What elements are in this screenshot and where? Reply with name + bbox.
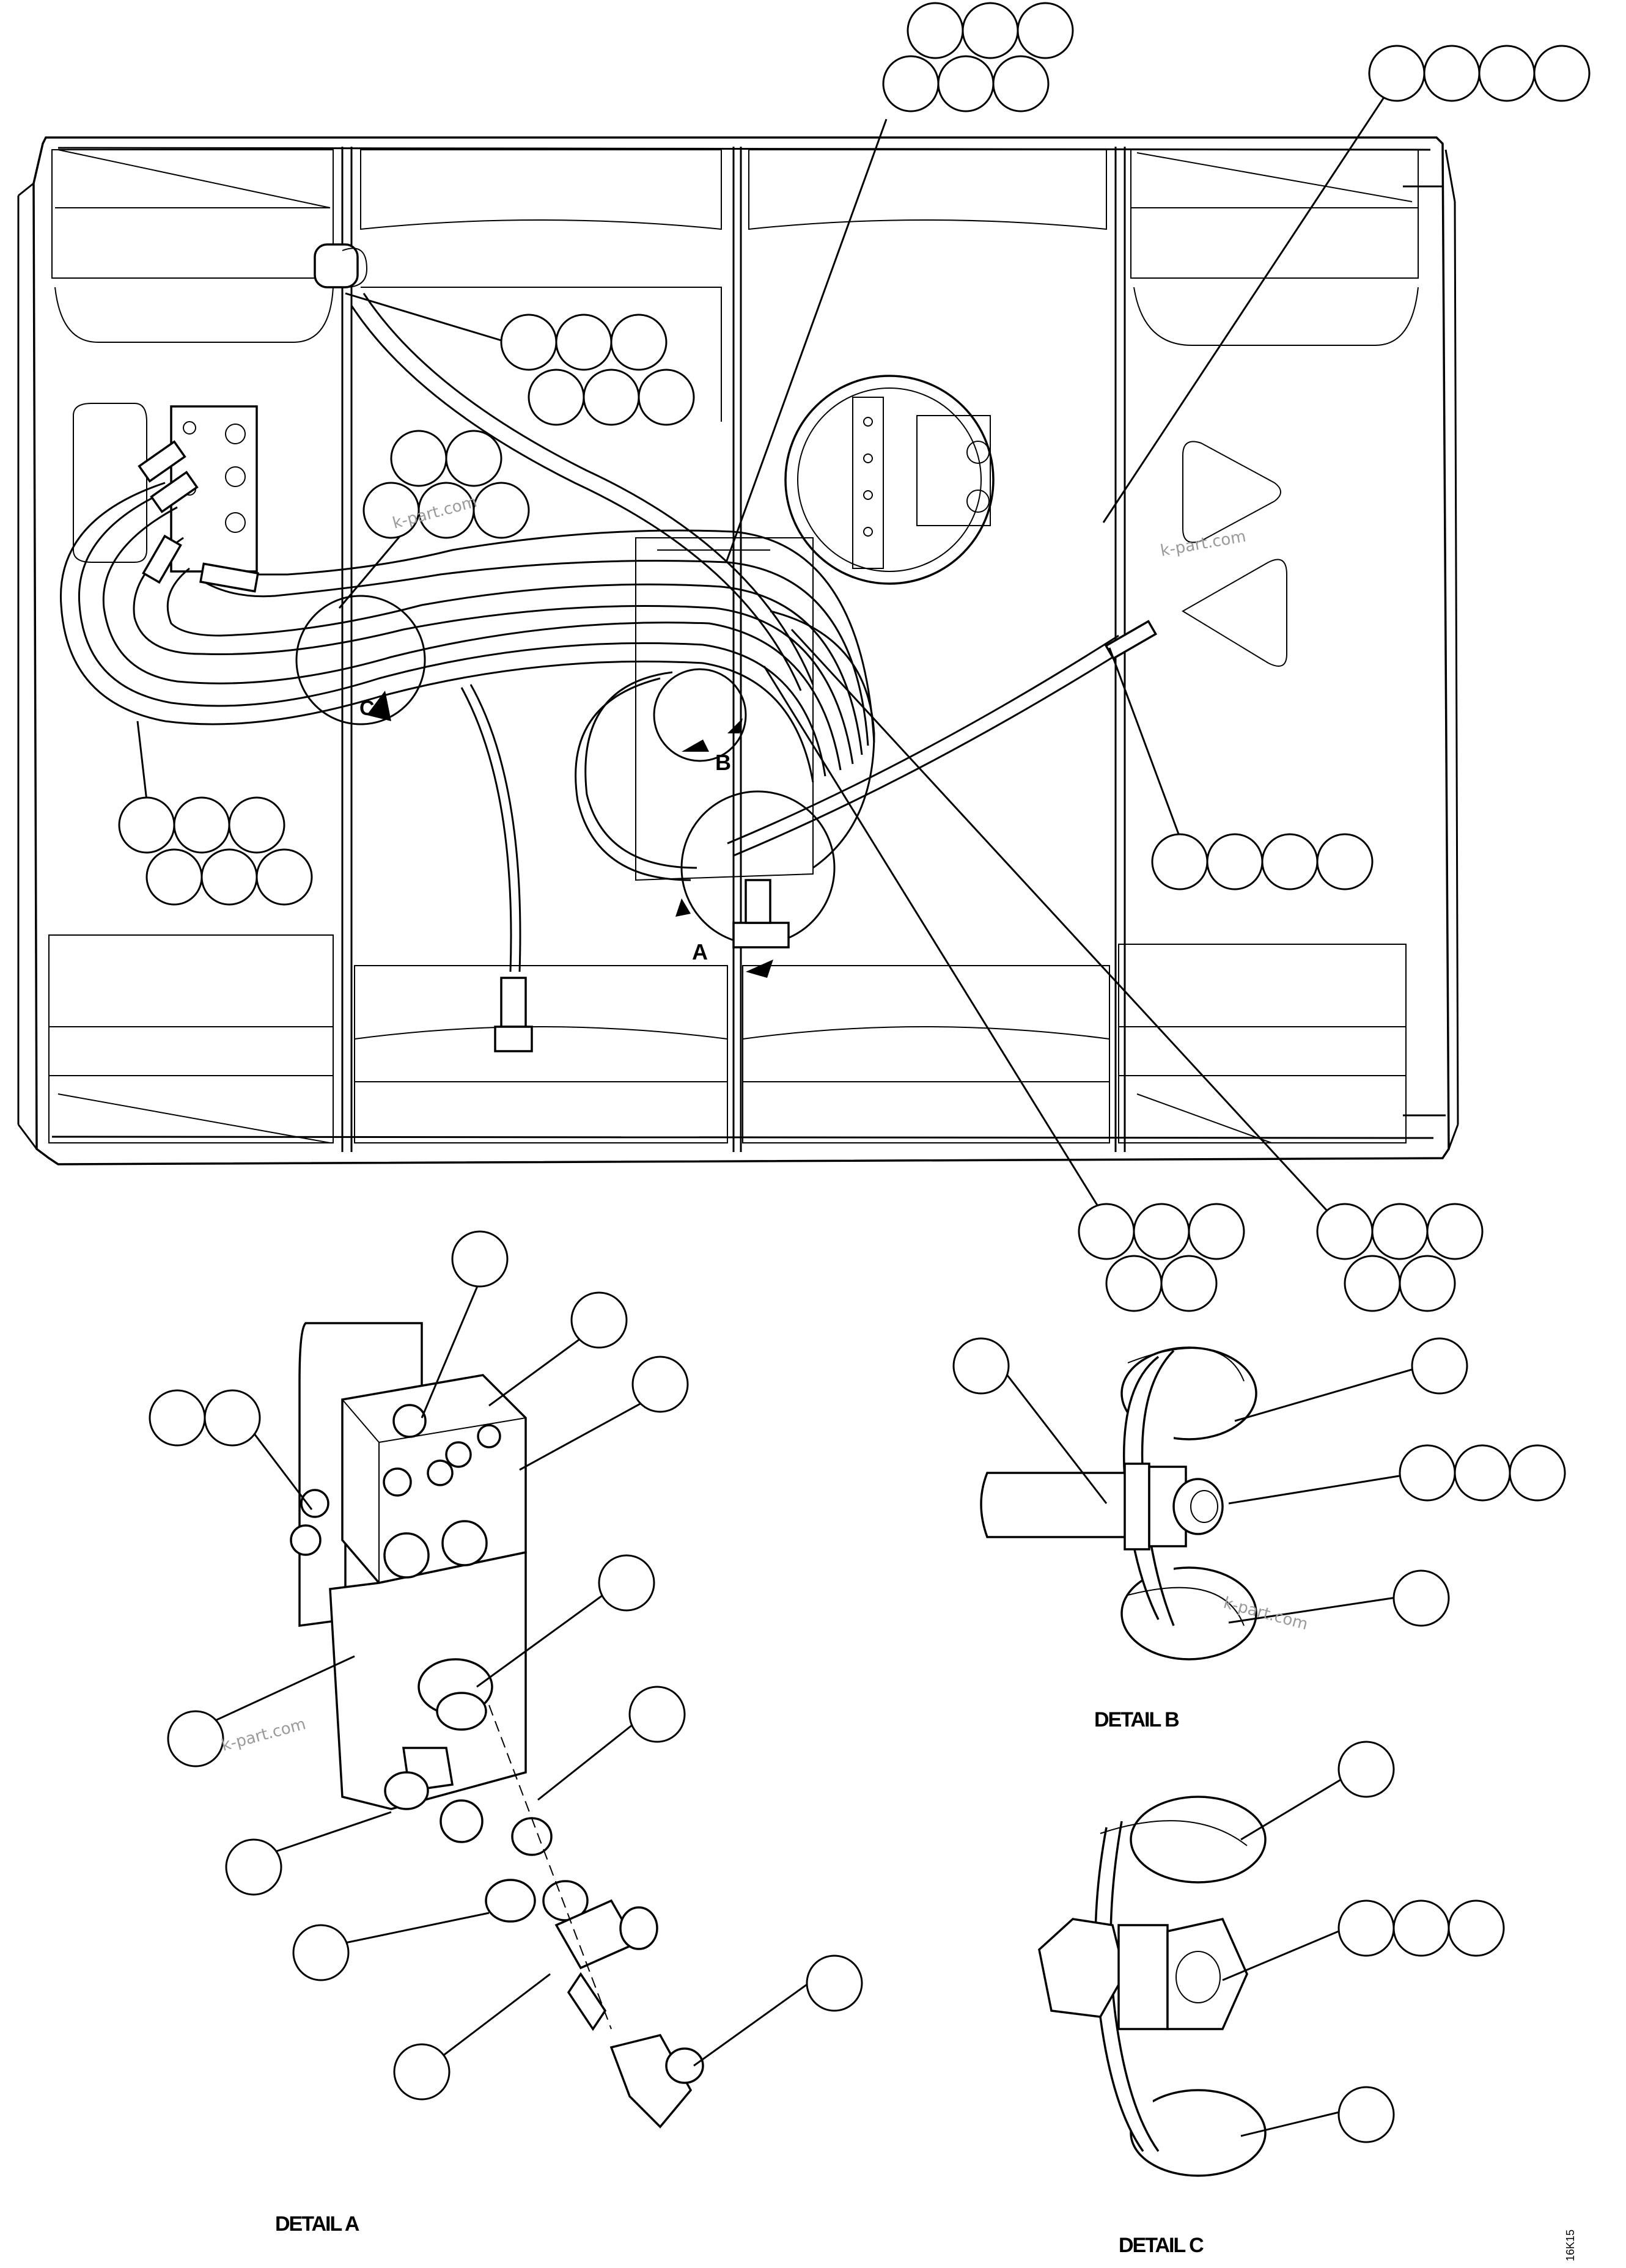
- caption-detail-a: DETAIL A: [275, 2212, 359, 2236]
- caption-detail-c: DETAIL C: [1119, 2234, 1204, 2257]
- callout-group-lower-left: [118, 721, 313, 906]
- view-label-b: B: [715, 750, 731, 775]
- view-label-a: A: [692, 939, 708, 964]
- callout-group-upper-middle: [345, 292, 695, 426]
- callouts-detail-a: [149, 1230, 863, 2101]
- callout-group-top-center: [725, 2, 1074, 563]
- hose-bundle: [59, 243, 1158, 1052]
- caption-detail-b: DETAIL B: [1094, 1708, 1179, 1731]
- detail-c: DETAIL C: [1038, 1741, 1505, 2257]
- callouts-detail-b: [952, 1337, 1566, 1627]
- callouts-detail-c: [1222, 1741, 1505, 2143]
- detail-a: DETAIL A: [149, 1230, 863, 2236]
- drawing-code: 16K15: [1564, 2229, 1576, 2261]
- callout-group-top-right: [1102, 45, 1591, 523]
- detail-b: DETAIL B: [952, 1337, 1566, 1731]
- callout-group-lower-middle: [763, 666, 1245, 1312]
- callout-group-lower-right: [790, 628, 1484, 1312]
- callout-group-left-middle: [338, 430, 530, 609]
- main-assembly: C B A: [17, 136, 1459, 1165]
- callout-group-right: [1108, 647, 1374, 890]
- watermark: k-part.com: [219, 1715, 308, 1755]
- view-label-c: C: [359, 697, 375, 720]
- callout-bubbles-main: [118, 2, 1591, 1312]
